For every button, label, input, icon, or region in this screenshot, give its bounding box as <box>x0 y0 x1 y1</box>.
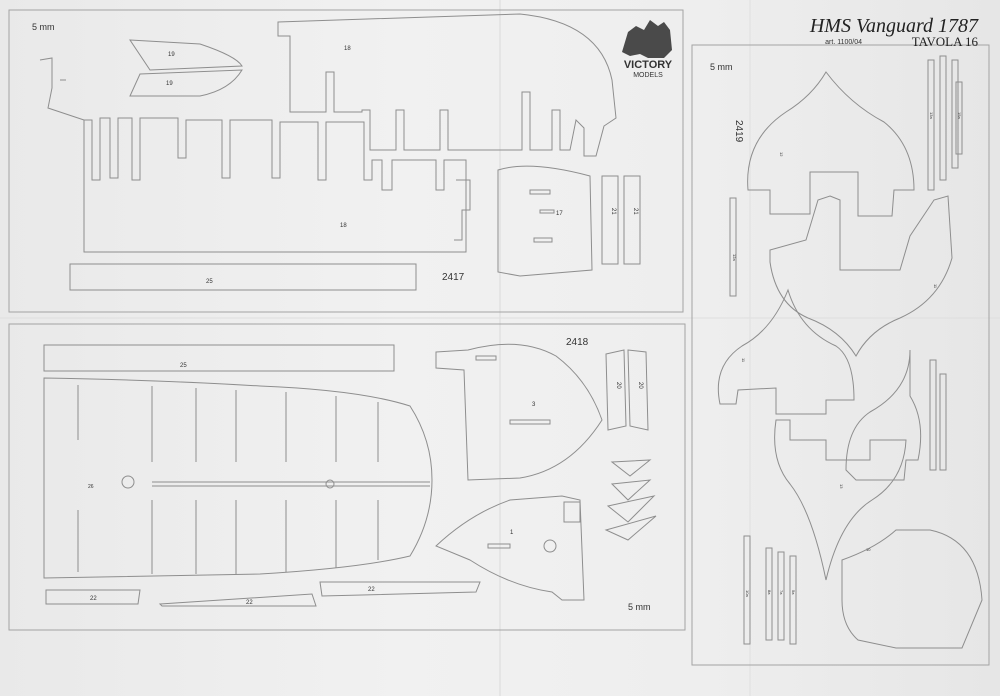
part-26-hole <box>325 479 335 489</box>
part-17 <box>497 165 593 277</box>
part-label: 18 <box>344 46 351 52</box>
panel-2418-code: 2418 <box>566 337 589 348</box>
part-18-upper <box>277 13 617 157</box>
part-22-a <box>45 589 141 605</box>
bulkhead-label: 11 <box>741 358 746 363</box>
part-label: 19 <box>168 52 175 58</box>
panel-2417-thickness: 5 mm <box>32 22 55 32</box>
header-article: art. 1100/04 <box>825 39 862 46</box>
part-26-slots <box>77 385 379 574</box>
panel-2419-frame <box>691 44 990 666</box>
panel-2418-parts <box>43 343 657 607</box>
bulkhead-label: 5a <box>791 590 796 595</box>
brand-top: VICTORY <box>624 59 673 71</box>
bulkhead-11 <box>717 288 855 415</box>
part-22-b <box>158 593 317 607</box>
part-label: 17 <box>556 211 563 217</box>
part-20-left <box>605 349 627 431</box>
part-1-notch <box>563 501 581 523</box>
brand-bottom: MODELS <box>633 72 663 79</box>
panel-2417-frame <box>8 9 684 313</box>
part-3-slot <box>509 419 551 425</box>
bulkhead-label: 13a <box>929 112 934 119</box>
part-label: 21 <box>610 208 616 215</box>
part-20-right <box>627 349 649 431</box>
part-label: 19 <box>166 81 173 87</box>
part-17-slot <box>539 209 555 214</box>
part-1-hole <box>543 539 557 553</box>
bulkhead-15 <box>845 349 922 481</box>
bulkhead-10 <box>774 419 907 581</box>
part-3-slot <box>475 355 497 361</box>
strip-set <box>729 55 963 645</box>
part-label: 25 <box>180 363 187 369</box>
part-label: 26 <box>88 484 94 490</box>
part-25 <box>69 263 417 291</box>
part-label: 20 <box>637 382 643 389</box>
part-1 <box>435 495 585 601</box>
panel-2419-parts <box>717 55 983 649</box>
bulkhead-label: 15a <box>957 112 962 119</box>
part-21-left <box>601 175 619 265</box>
victory-models-logo: VICTORY MODELS <box>622 20 673 79</box>
part-label: 22 <box>368 587 375 593</box>
part-18-post <box>454 179 471 241</box>
part-25-b <box>43 344 395 372</box>
part-label: 1 <box>510 530 514 536</box>
part-label: 25 <box>206 279 213 285</box>
panel-2417-parts <box>39 13 641 291</box>
logo-silhouette <box>622 20 672 58</box>
part-26-hole <box>121 475 135 489</box>
part-21-right <box>623 175 641 265</box>
part-label: 3 <box>532 402 536 408</box>
part-22-c <box>319 581 481 597</box>
part-label: 21 <box>632 208 638 215</box>
part-label: 20 <box>615 382 621 389</box>
part-3 <box>435 343 603 481</box>
part-17-slot <box>533 237 553 243</box>
part-1-slot <box>487 543 511 549</box>
panel-2418-thickness: 5 mm <box>628 602 651 612</box>
part-19-lower <box>129 69 243 97</box>
bulkhead-label: 10 <box>866 547 871 552</box>
panel-2419-code: 2419 <box>733 120 744 143</box>
bulkhead-label: 10a <box>745 590 750 597</box>
part-26-deck <box>43 377 433 579</box>
bulkhead-label: 12 <box>779 152 784 157</box>
part-18-bow <box>39 57 85 121</box>
part-label: 18 <box>340 223 347 229</box>
part-wedge <box>604 459 657 541</box>
bulkhead-lower <box>841 529 983 649</box>
panel-2418-frame <box>8 323 686 631</box>
bulkhead-label: 13 <box>839 484 844 489</box>
bulkhead-13 <box>769 195 953 358</box>
part-19-upper <box>129 39 243 71</box>
part-17-slot <box>529 189 551 195</box>
bulkhead-label: 12a <box>732 254 737 261</box>
panel-2419-thickness: 5 mm <box>710 62 733 72</box>
part-18-keel <box>83 117 467 253</box>
part-label: 22 <box>90 596 97 602</box>
bulkhead-label: 7a <box>779 590 784 595</box>
bulkhead-label: 11 <box>933 284 938 289</box>
part-label: 22 <box>246 600 253 606</box>
header-sheet: TAVOLA 16 <box>912 34 979 49</box>
header-title: HMS Vanguard 1787 <box>809 15 979 37</box>
bulkhead-label: 8a <box>767 590 772 595</box>
panel-2417-code: 2417 <box>442 272 465 283</box>
bulkhead-12 <box>747 71 915 217</box>
